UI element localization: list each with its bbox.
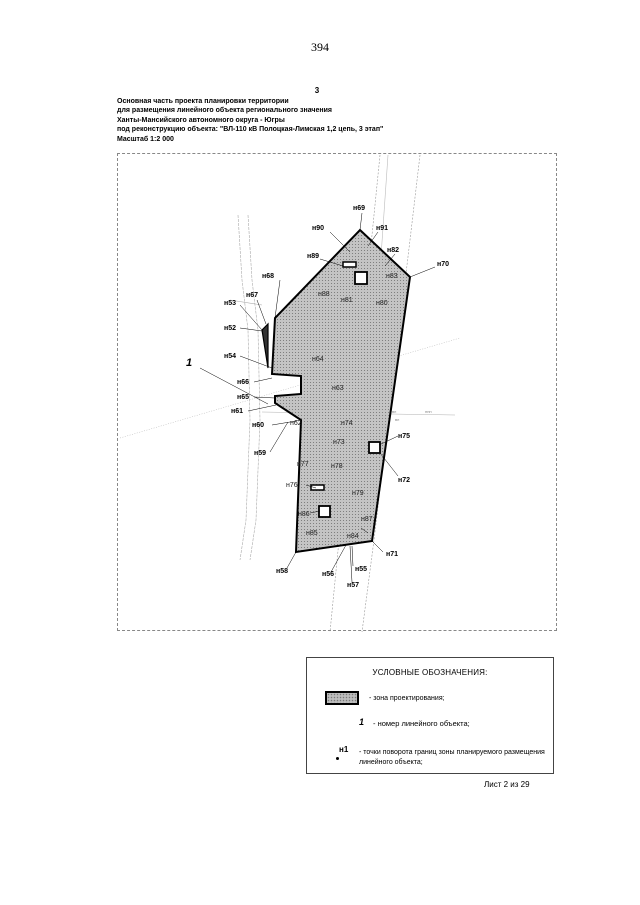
point-label: н76	[286, 482, 298, 489]
legend-zone-text: - зона проектирования;	[369, 695, 445, 702]
point-label: н87	[361, 516, 373, 523]
point-label: н56	[322, 571, 334, 578]
point-label: н57	[347, 582, 359, 589]
point-label: н77	[297, 461, 309, 468]
sheet-number: Лист 2 из 29	[484, 780, 530, 789]
header-line-3: Ханты-Мансийского автономного округа - Ю…	[117, 116, 285, 124]
point-label: н63	[332, 385, 344, 392]
point-label: н85	[306, 530, 318, 537]
header-line-4: под реконструкцию объекта: "ВЛ-110 кВ По…	[117, 126, 384, 134]
leader-lines	[199, 212, 436, 583]
point-label: н91	[376, 225, 388, 232]
svg-text:вл: вл	[392, 409, 397, 414]
point-label: н83	[386, 273, 398, 280]
point-label: н67	[246, 292, 258, 299]
point-label: н60	[252, 422, 264, 429]
svg-text:вл: вл	[395, 417, 400, 422]
point-label: н64	[312, 356, 324, 363]
tower-exclusion	[342, 261, 357, 268]
point-label: н74	[341, 420, 353, 427]
map-scale: Масштаб 1:2 000	[117, 135, 174, 143]
point-label: н81	[341, 297, 353, 304]
point-label: н88	[318, 291, 330, 298]
map-header: 3 Основная часть проекта планировки терр…	[117, 86, 537, 145]
point-label: н68	[262, 273, 274, 280]
zone-swatch	[325, 691, 359, 705]
point-label: н80	[376, 300, 388, 307]
point-label: н82	[387, 247, 399, 254]
page-number: 394	[311, 40, 329, 54]
tower-exclusion	[368, 441, 381, 454]
legend-point-text: - точки поворота границ зоны планируемог…	[359, 749, 545, 766]
point-label: н84	[347, 533, 359, 540]
point-label: н90	[312, 225, 324, 232]
point-label: н54	[224, 353, 236, 360]
design-zone-strip	[261, 322, 269, 369]
point-label: н72	[398, 477, 410, 484]
point-label: н53	[224, 300, 236, 307]
point-dot-icon	[336, 757, 339, 760]
legend-title: УСЛОВНЫЕ ОБОЗНАЧЕНИЯ:	[372, 668, 488, 677]
point-labels: н69 н90 н91 н82 н70 н89 н83 н68 н88 н81 …	[224, 205, 449, 589]
point-label: н69	[353, 205, 365, 212]
point-label: н59	[254, 450, 266, 457]
legend-box: УСЛОВНЫЕ ОБОЗНАЧЕНИЯ: - зона проектирова…	[306, 657, 554, 774]
point-label: н52	[224, 325, 236, 332]
point-label: н79	[352, 490, 364, 497]
tower-exclusion	[318, 505, 331, 518]
point-label: н55	[355, 566, 367, 573]
point-label: н89	[307, 253, 319, 260]
header-line-1: Основная часть проекта планировки террит…	[117, 97, 289, 105]
left-road	[229, 214, 263, 561]
point-label: н71	[386, 551, 398, 558]
legend-object-symbol: 1	[359, 717, 365, 727]
tower-exclusion	[354, 271, 368, 285]
tower-exclusion	[310, 484, 325, 491]
svg-text:ннн: ннн	[425, 409, 432, 414]
annex-number: 3	[314, 86, 320, 95]
point-label: н70	[437, 261, 449, 268]
river-label: вл ннн вл	[392, 409, 432, 422]
linear-object-number: 1	[186, 357, 192, 369]
point-label: н65	[237, 394, 249, 401]
legend-point-symbol: н1	[339, 745, 349, 754]
design-zone	[270, 228, 412, 554]
header-line-2: для размещения линейного объекта региона…	[117, 107, 332, 115]
point-label: н58	[276, 568, 288, 575]
point-label: н75	[398, 433, 410, 440]
point-label: н66	[237, 379, 249, 386]
point-label: н73	[333, 439, 345, 446]
point-label: н86	[298, 511, 310, 518]
map-frame	[117, 153, 557, 631]
point-label: н62	[290, 420, 302, 427]
point-label: н78	[331, 463, 343, 470]
point-label: н61	[231, 408, 243, 415]
legend-object-text: - номер линейного объекта;	[373, 719, 470, 728]
